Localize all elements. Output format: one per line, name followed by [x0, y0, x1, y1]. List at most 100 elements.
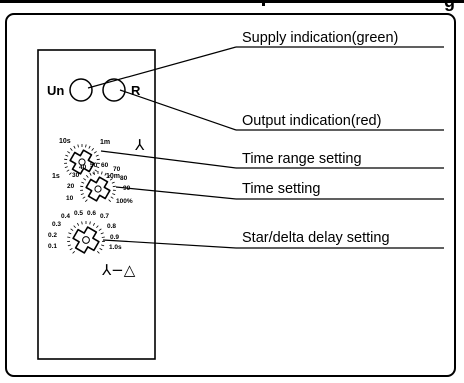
dial-tick	[89, 221, 91, 225]
time-range-knob	[64, 144, 100, 175]
dial-tick	[67, 151, 71, 154]
delay-mark: 0.5	[74, 210, 84, 217]
dial-tick	[80, 193, 84, 195]
callout-star-delta-delay-setting: Star/delta delay setting	[242, 230, 390, 246]
delay-mark: 0.1	[48, 243, 58, 250]
range-mark: 1m	[100, 139, 111, 146]
time-mark: 20	[67, 183, 75, 190]
dial-tick	[69, 172, 72, 175]
dial-tick	[89, 172, 92, 176]
delay-mark: 0.2	[48, 232, 58, 239]
outer-frame	[5, 13, 456, 377]
range-mark: 10m	[106, 173, 121, 180]
dial-tick	[85, 199, 88, 202]
dial-tick	[68, 232, 72, 235]
range-mark: 1s	[52, 173, 60, 180]
leader-lines	[87, 46, 444, 249]
delay-knob	[67, 221, 105, 254]
dial-tick	[72, 251, 75, 254]
callout-supply-indication: Supply indication(green)	[242, 30, 399, 46]
delay-mark: 1.0s	[109, 244, 122, 251]
dial-tick	[104, 172, 107, 176]
dial-tick	[101, 244, 105, 247]
dial-tick	[82, 196, 86, 199]
supply-led-label: Un	[47, 83, 65, 98]
dial-tick	[91, 148, 95, 151]
callout-output-indication: Output indication(red)	[242, 113, 382, 129]
dial-tick	[69, 148, 73, 151]
time-mark: 30	[72, 172, 80, 179]
delay-mark: 0.6	[87, 210, 97, 217]
time-mark: 90	[123, 185, 131, 192]
delay-mark: 0.7	[100, 213, 110, 220]
delay-mark: 0.3	[52, 221, 62, 228]
dial-tick	[93, 151, 97, 154]
dial-tick	[96, 225, 99, 229]
delay-mark: 0.4	[61, 213, 71, 220]
dial-tick	[73, 145, 76, 149]
dial-tick	[80, 185, 84, 188]
knob-center	[82, 236, 90, 244]
dial-tick	[88, 145, 91, 149]
dial-tick	[73, 225, 76, 229]
top-border	[0, 0, 464, 3]
time-knob	[80, 171, 116, 202]
dial-tick	[109, 178, 113, 181]
dial-tick	[67, 236, 71, 238]
time-mark: 100%	[116, 198, 133, 205]
dial-tick	[70, 228, 74, 231]
dial-tick	[64, 166, 68, 168]
knob-center	[94, 185, 102, 193]
dial-tick	[96, 166, 100, 168]
time-mark: 70	[113, 166, 121, 173]
knob-cross	[72, 226, 100, 254]
star-symbol: ⅄	[135, 136, 145, 154]
dial-tick	[98, 228, 102, 231]
dial-tick	[65, 154, 69, 157]
time-mark: 60	[101, 162, 109, 169]
dial-tick	[101, 236, 105, 238]
dial-tick	[97, 251, 100, 254]
knob-center	[78, 158, 86, 166]
callout-time-setting: Time setting	[242, 181, 321, 197]
header-divider	[262, 0, 265, 6]
callout-time-range-setting: Time range setting	[242, 151, 362, 167]
dial-tick	[67, 244, 71, 247]
header-title-fragment: g	[444, 0, 455, 11]
star-delta-symbol: ⅄−△	[102, 261, 136, 279]
dial-tick	[81, 221, 83, 225]
dial-tick	[100, 232, 104, 235]
supply-led	[69, 78, 93, 102]
time-mark: 80	[120, 175, 128, 182]
dial-tick	[93, 171, 95, 175]
dial-tick	[66, 169, 70, 172]
dial-tick	[85, 175, 89, 178]
knob-cross	[69, 149, 95, 175]
time-mark: 50	[90, 162, 98, 169]
relay-housing	[37, 49, 156, 360]
dial-tick	[81, 181, 85, 184]
output-led-label: R	[131, 83, 141, 98]
dial-tick	[85, 144, 87, 148]
dial-tick	[94, 169, 98, 172]
dial-tick	[64, 158, 68, 161]
dial-tick	[101, 171, 103, 175]
time-mark: 10	[66, 195, 74, 202]
dial-tick	[108, 199, 111, 202]
delay-mark: 0.8	[107, 223, 117, 230]
output-led	[102, 78, 126, 102]
dial-tick	[77, 222, 80, 226]
dial-tick	[110, 196, 114, 199]
dial-tick	[83, 178, 87, 181]
time-mark: 40	[79, 164, 87, 171]
dial-tick	[77, 144, 79, 148]
knob-cross	[85, 176, 111, 202]
dial-tick	[92, 222, 95, 226]
delay-mark: 0.9	[110, 234, 120, 241]
dial-tick	[95, 154, 99, 157]
dial-tick	[96, 158, 100, 161]
dial-tick	[107, 175, 111, 178]
dial-tick	[69, 248, 73, 251]
